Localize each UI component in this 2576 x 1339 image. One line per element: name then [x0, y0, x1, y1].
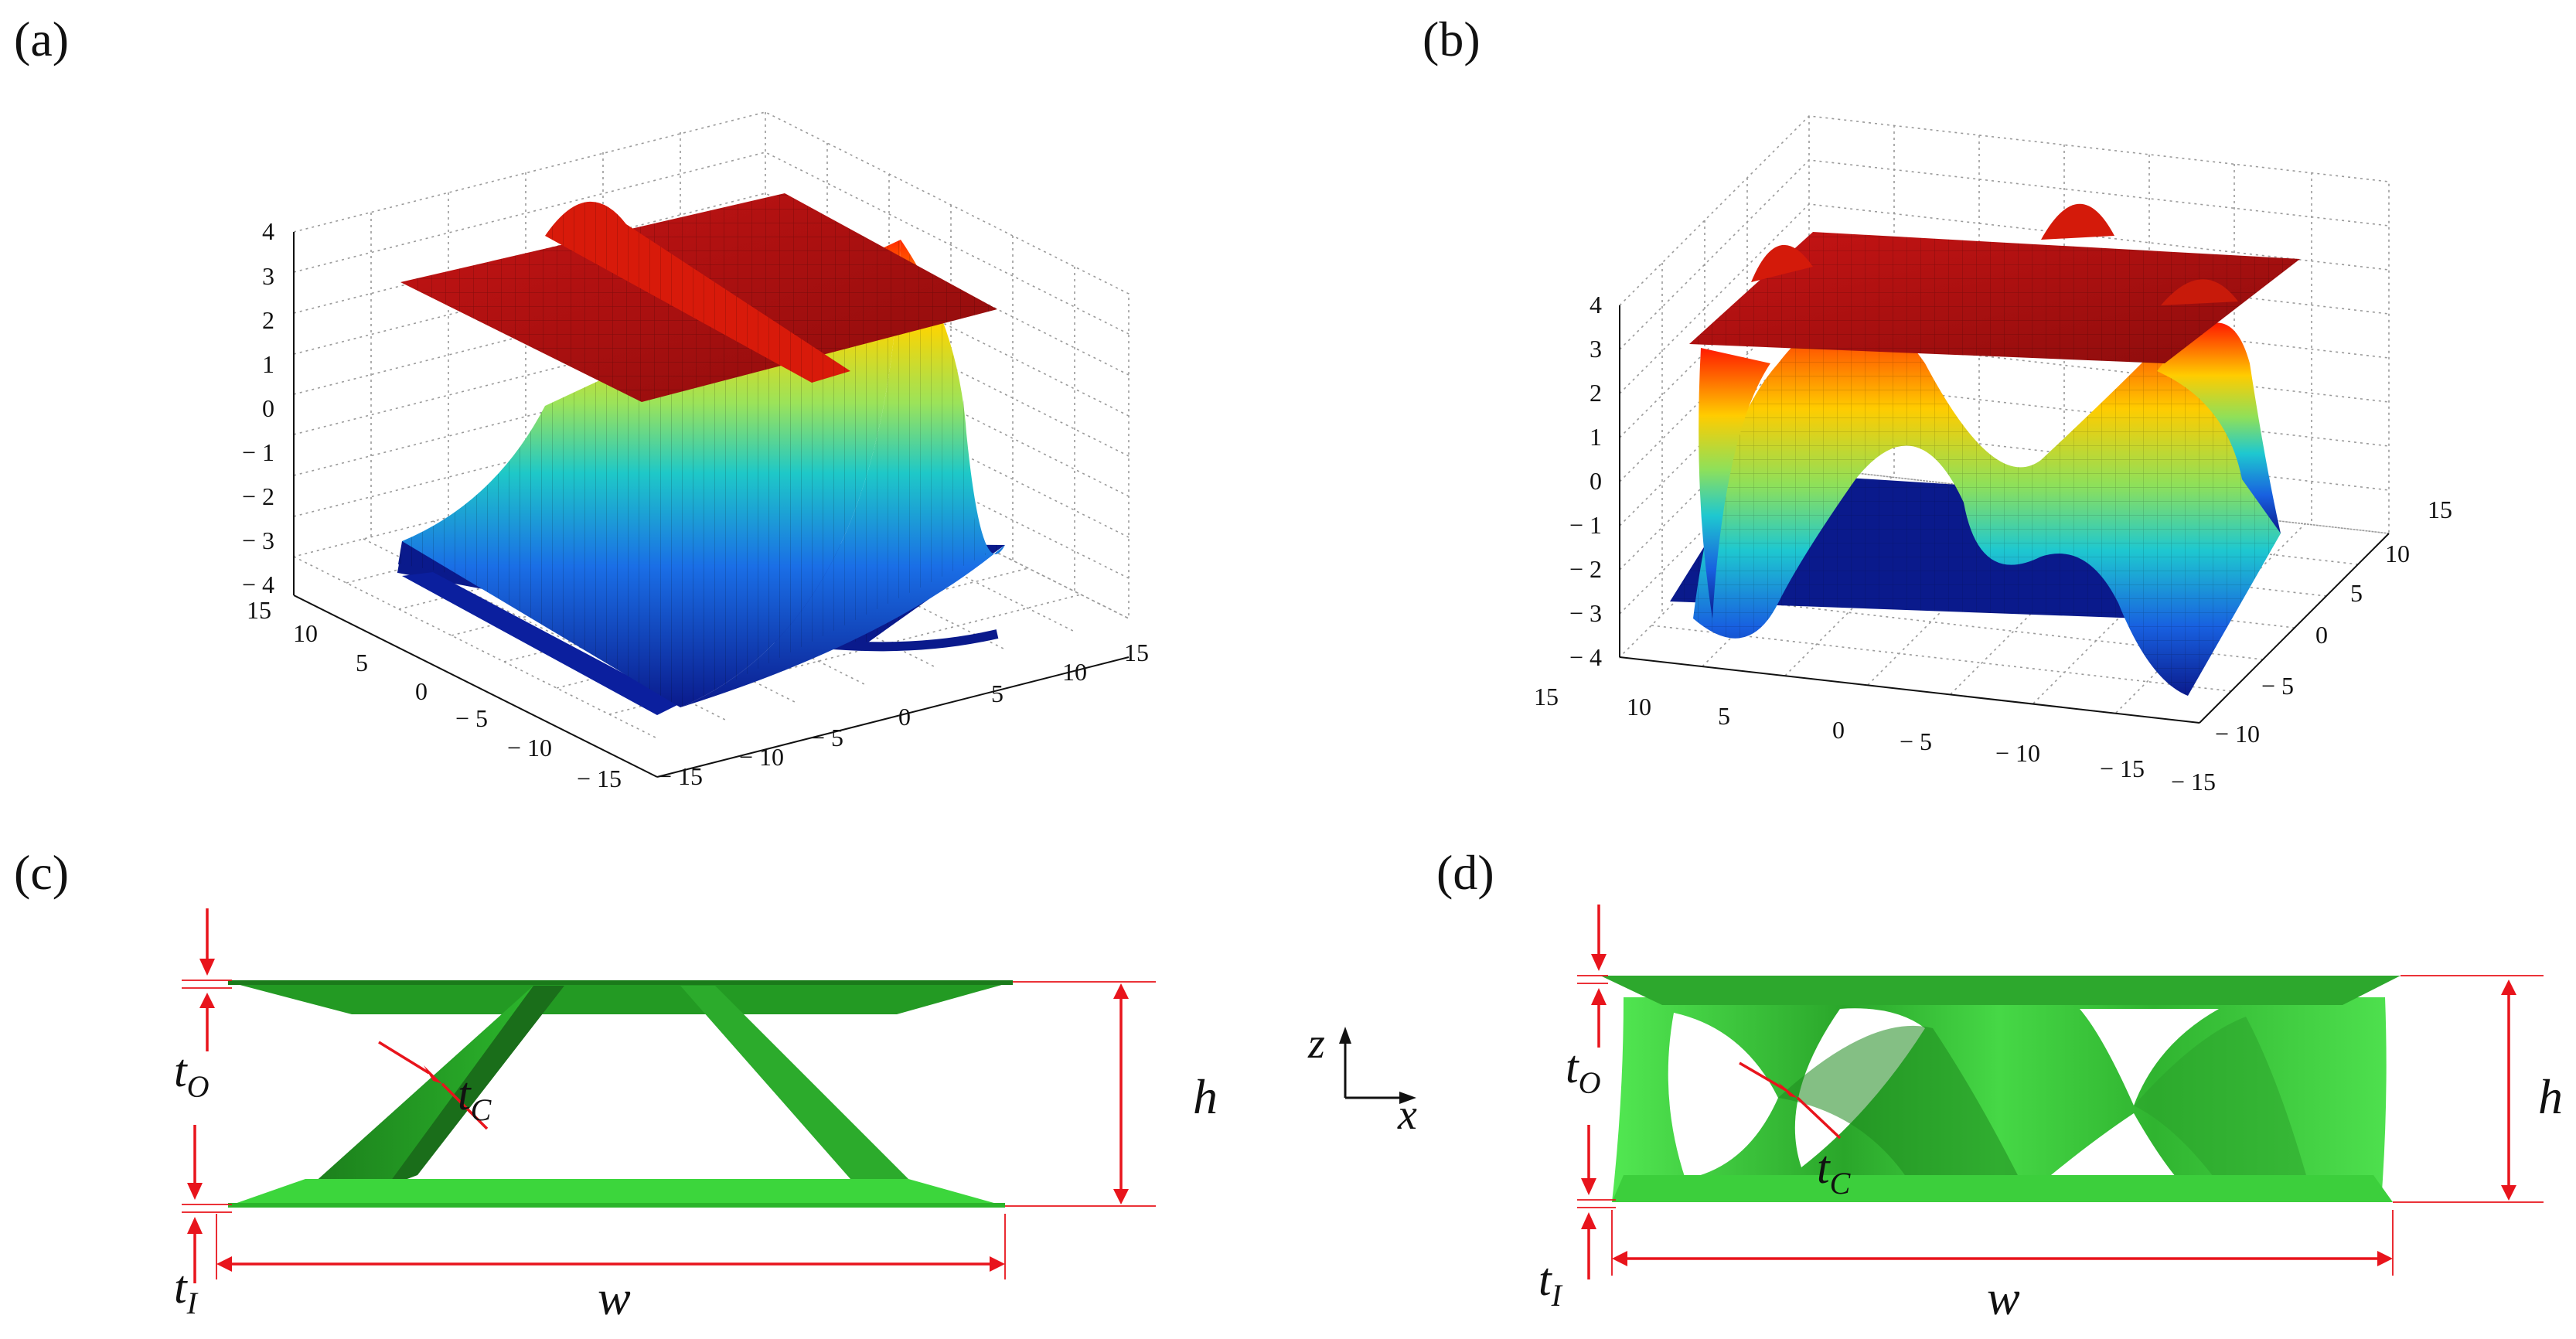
- svg-text:− 2: − 2: [242, 482, 274, 510]
- svg-text:− 5: − 5: [811, 724, 843, 751]
- svg-text:15: 15: [1124, 639, 1149, 666]
- svg-text:− 10: − 10: [1995, 739, 2040, 767]
- plot-a-z-ticks: 4 3 2 1 0 − 1 − 2 − 3 − 4: [242, 217, 274, 598]
- svg-text:0: 0: [2315, 621, 2328, 649]
- svg-text:z: z: [1307, 1020, 1325, 1068]
- plot-a-y-ticks: 15 10 5 0 − 5 − 10 − 15: [247, 596, 622, 792]
- panel-label-b: (b): [1423, 12, 1481, 66]
- svg-text:x: x: [1397, 1091, 1417, 1139]
- svg-text:− 15: − 15: [2100, 755, 2145, 782]
- svg-text:− 10: − 10: [507, 734, 552, 761]
- svg-text:− 15: − 15: [577, 765, 622, 792]
- svg-text:0: 0: [1832, 716, 1845, 744]
- svg-text:10: 10: [1627, 693, 1651, 721]
- plot-a-x-ticks: − 15 − 10 − 5 0 5 10 15: [658, 639, 1149, 790]
- svg-text:− 5: − 5: [455, 704, 488, 732]
- svg-text:4: 4: [262, 217, 274, 245]
- svg-text:0: 0: [262, 394, 274, 422]
- svg-text:− 5: − 5: [2261, 672, 2294, 700]
- svg-text:5: 5: [991, 680, 1003, 707]
- svg-text:− 2: − 2: [1569, 555, 1602, 583]
- svg-text:− 1: − 1: [242, 438, 274, 466]
- svg-text:3: 3: [1590, 335, 1602, 363]
- dimensions-d: [1577, 905, 2544, 1279]
- svg-text:tC: tC: [458, 1068, 492, 1127]
- dim-labels-d: tO tC tI h w: [1538, 1041, 2563, 1325]
- svg-text:w: w: [598, 1270, 631, 1325]
- svg-text:tI: tI: [1538, 1254, 1563, 1313]
- svg-text:− 3: − 3: [1569, 599, 1602, 627]
- panel-label-d: (d): [1436, 845, 1494, 900]
- structure-c: [228, 980, 1013, 1208]
- svg-text:15: 15: [2428, 496, 2452, 523]
- dim-labels-c: tO tC tI h w: [174, 1045, 1218, 1325]
- svg-text:2: 2: [262, 306, 274, 334]
- svg-text:10: 10: [293, 619, 318, 647]
- svg-text:− 4: − 4: [1569, 643, 1602, 671]
- svg-text:tI: tI: [174, 1262, 199, 1320]
- svg-text:− 4: − 4: [242, 571, 274, 598]
- svg-text:− 3: − 3: [242, 526, 274, 554]
- svg-text:0: 0: [1590, 467, 1602, 495]
- svg-text:5: 5: [356, 649, 368, 676]
- dimensions-c: [182, 908, 1156, 1283]
- svg-text:5: 5: [1718, 702, 1730, 730]
- svg-text:10: 10: [2385, 540, 2410, 567]
- axes-triad: z x: [1307, 1020, 1417, 1139]
- svg-text:− 10: − 10: [2215, 720, 2260, 748]
- svg-text:5: 5: [2350, 579, 2363, 607]
- panel-label-c: (c): [14, 845, 69, 900]
- panel-label-a: (a): [14, 12, 69, 66]
- svg-text:h: h: [1193, 1069, 1218, 1124]
- svg-text:15: 15: [247, 596, 271, 624]
- svg-text:0: 0: [898, 703, 911, 731]
- svg-text:w: w: [1987, 1270, 2020, 1325]
- svg-text:tC: tC: [1817, 1142, 1852, 1201]
- plot-b-z-ticks: 4 3 2 1 0 − 1 − 2 − 3 − 4: [1569, 291, 1602, 671]
- svg-text:1: 1: [1590, 423, 1602, 451]
- svg-text:tO: tO: [1566, 1041, 1601, 1100]
- svg-text:− 1: − 1: [1569, 511, 1602, 539]
- svg-text:0: 0: [415, 677, 428, 705]
- plot-b-x-ticks: − 15 − 10 − 5 0 5 10 15: [2171, 496, 2452, 796]
- svg-text:− 15: − 15: [2171, 768, 2216, 796]
- svg-text:1: 1: [262, 350, 274, 378]
- svg-text:− 15: − 15: [658, 762, 703, 790]
- svg-text:3: 3: [262, 262, 274, 290]
- structure-d: [1600, 976, 2401, 1202]
- svg-text:− 5: − 5: [1900, 727, 1932, 755]
- svg-text:h: h: [2538, 1069, 2563, 1124]
- svg-text:2: 2: [1590, 379, 1602, 407]
- svg-text:tO: tO: [174, 1045, 210, 1104]
- svg-text:15: 15: [1534, 683, 1559, 710]
- svg-text:10: 10: [1062, 658, 1087, 686]
- svg-text:− 10: − 10: [739, 743, 784, 771]
- svg-text:4: 4: [1590, 291, 1602, 319]
- plot-b-wave-surface: [1693, 313, 2281, 696]
- plot-b-y-ticks: 15 10 5 0 − 5 − 10 − 15: [1534, 683, 2145, 782]
